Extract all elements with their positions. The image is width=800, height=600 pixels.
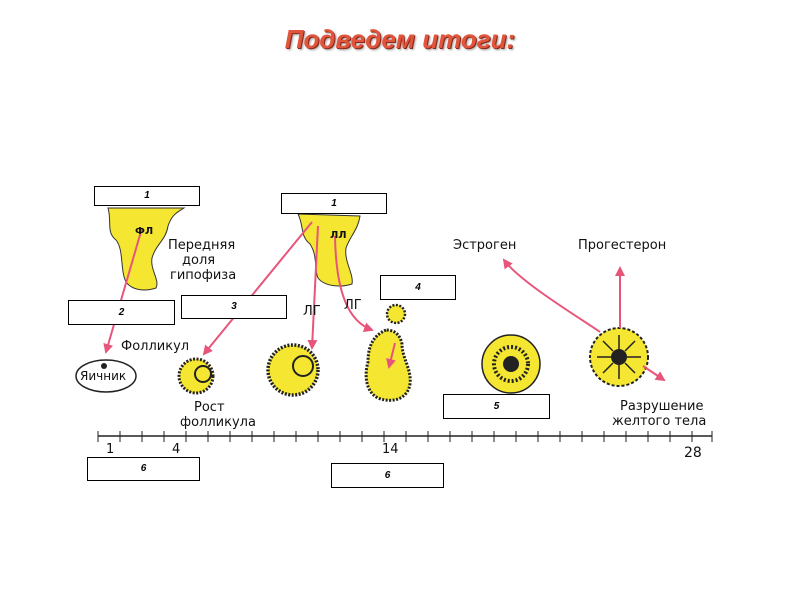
answer-box-2[interactable]: 2 xyxy=(68,300,175,325)
day-14-label: 14 xyxy=(382,442,399,457)
ovary-label: Яичник xyxy=(80,369,127,383)
day-4-label: 4 xyxy=(172,442,181,457)
ovary-follicle-dot xyxy=(101,363,107,369)
pituitary-left xyxy=(107,207,186,291)
growth-label-2: фолликула xyxy=(180,415,256,430)
arrow-estrogen xyxy=(502,258,601,333)
arrow-fsh-to-follicle xyxy=(202,221,313,356)
slide-title: Подведем итоги: xyxy=(284,24,516,54)
growth-label-1: Рост xyxy=(194,400,225,415)
answer-box-1-left[interactable]: 1 xyxy=(94,186,200,206)
follicle-medium-oocyte xyxy=(292,355,314,377)
follicle-label: Фолликул xyxy=(121,339,190,354)
answer-box-5[interactable]: 5 xyxy=(443,394,550,419)
follicle-small-oocyte xyxy=(194,365,212,383)
fsh-label-left: ФЛ xyxy=(135,226,154,237)
answer-box-1-right[interactable]: 1 xyxy=(281,193,387,214)
answer-box-6-right[interactable]: 6 xyxy=(331,463,444,488)
pituitary-label-1: Передняя xyxy=(168,238,236,253)
timeline-axis xyxy=(97,431,713,442)
pituitary-label-2: доля xyxy=(182,253,216,268)
lh-label-2: ЛГ xyxy=(344,298,362,313)
estrogen-label: Эстроген xyxy=(453,238,517,253)
answer-box-3[interactable]: 3 xyxy=(181,295,287,319)
released-oocyte xyxy=(385,303,407,325)
pituitary-label-3: гипофиза xyxy=(170,268,237,283)
destruction-label-2: желтого тела xyxy=(612,414,707,429)
day-1-label: 1 xyxy=(106,442,115,457)
arrow-destruction xyxy=(642,365,666,382)
arrow-lh-ovulation xyxy=(334,235,374,332)
answer-box-6-left[interactable]: 6 xyxy=(87,457,200,481)
pituitary-right xyxy=(297,213,361,287)
follicle-ovulating xyxy=(364,328,412,402)
arrow-fsh-to-ovary xyxy=(103,227,143,354)
destruction-label-1: Разрушение xyxy=(620,399,704,414)
arrow-release xyxy=(386,342,396,369)
progesterone-label: Прогестерон xyxy=(578,238,667,253)
lh-label-top: ЛЛ xyxy=(330,230,347,241)
day-28-label: 28 xyxy=(684,445,702,461)
answer-box-4[interactable]: 4 xyxy=(380,275,456,300)
lh-label-1: ЛГ xyxy=(303,304,321,319)
ovary-shape xyxy=(75,359,137,393)
arrow-lh-to-follicle xyxy=(307,225,319,350)
